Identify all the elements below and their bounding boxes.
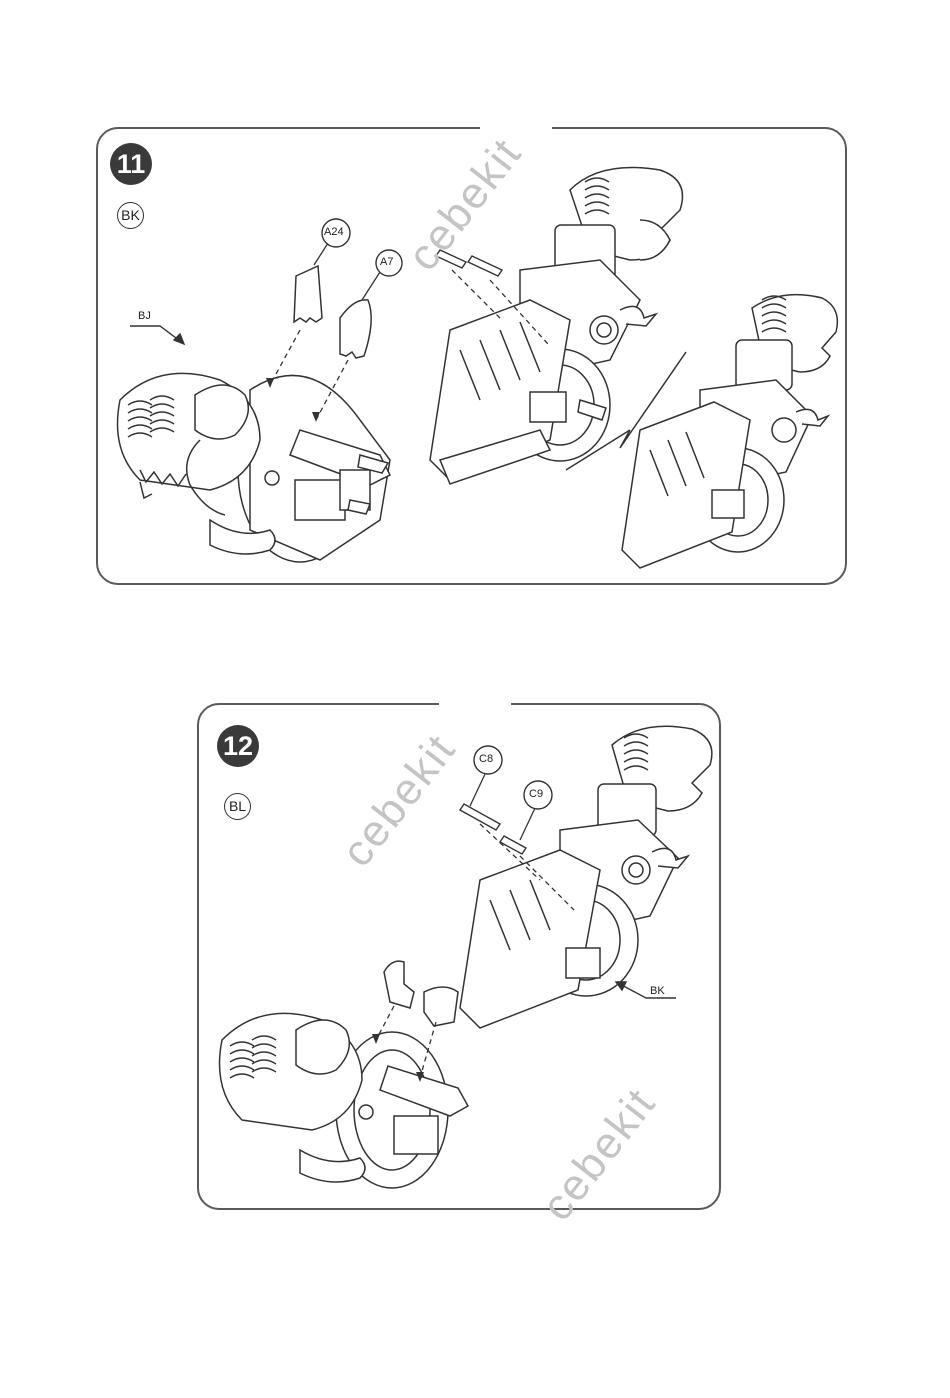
part-a7-shape — [340, 300, 371, 358]
dino-standing-assembly-bk — [460, 726, 712, 1028]
part-label-c9: C9 — [529, 788, 543, 800]
bj-pointer — [130, 326, 184, 344]
part-label-c8: C8 — [479, 753, 493, 765]
part-leader-lines — [470, 772, 536, 840]
part-a24-shape — [294, 266, 322, 322]
dino-body-assembly-bj — [118, 373, 391, 562]
parts-c8-c9 — [460, 804, 526, 854]
pointer-label-bj: BJ — [138, 310, 151, 322]
bk-pointer — [616, 982, 676, 998]
part-label-a7: A7 — [380, 256, 393, 268]
dino-body-assembly-bl — [220, 961, 469, 1188]
pointer-label-bk: BK — [650, 985, 665, 997]
part-label-a24: A24 — [324, 226, 344, 238]
dino-result-assembly — [622, 295, 837, 568]
